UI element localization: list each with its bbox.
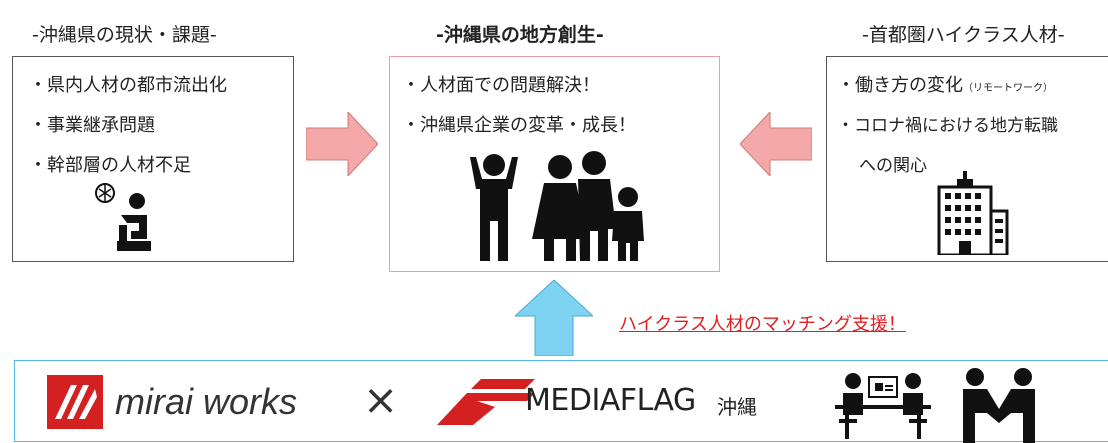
left-arrow-icon (740, 112, 812, 176)
meeting-icon (835, 373, 931, 439)
regional-revitalization-box: ・人材面での問題解決！ ・沖縄県企業の変革・成長！ (389, 56, 720, 272)
left-heading: -沖縄県の現状・課題- (32, 24, 217, 46)
partner-logo-bar: mirai works × MEDIAFLAG 沖縄 (14, 360, 1108, 443)
mediaflag-okinawa-text: 沖縄 (717, 395, 757, 419)
goal-item: ・人材面での問題解決！ (402, 75, 600, 96)
office-building-icon (937, 171, 1009, 255)
up-arrow-icon (515, 280, 593, 356)
mirai-works-logo-icon (47, 375, 103, 429)
work-style-label: ・働き方の変化 (837, 75, 963, 96)
right-arrow-icon (306, 112, 378, 176)
goal-item: ・沖縄県企業の変革・成長！ (402, 115, 636, 136)
issue-item: ・県内人材の都市流出化 (29, 75, 227, 96)
issues-box: ・県内人材の都市流出化 ・事業継承問題 ・幹部層の人材不足 (12, 56, 294, 262)
high-class-talent-box: ・働き方の変化（リモートワーク） ・コロナ禍における地方転職 への関心 (826, 56, 1108, 262)
center-heading: -沖縄県の地方創生- (436, 24, 604, 46)
matching-support-text: ハイクラス人材のマッチング支援！ (619, 314, 906, 335)
family-icon (470, 151, 644, 261)
mediaflag-logo-icon (437, 379, 535, 425)
work-style-item: ・働き方の変化（リモートワーク） (837, 71, 1053, 97)
remote-work-note: （リモートワーク） (963, 83, 1053, 94)
worried-person-icon (95, 183, 151, 251)
covid-relocation-item-cont: への関心 (859, 156, 927, 176)
issue-item: ・事業継承問題 (29, 115, 155, 136)
mediaflag-logo-text: MEDIAFLAG (525, 383, 696, 418)
mirai-works-logo-text: mirai works (115, 381, 298, 422)
right-heading: -首都圏ハイクラス人材- (862, 24, 1065, 46)
issue-item: ・幹部層の人材不足 (29, 155, 191, 176)
times-symbol: × (363, 375, 399, 424)
handshake-icon (963, 368, 1035, 443)
covid-relocation-item: ・コロナ禍における地方転職 (837, 116, 1058, 136)
